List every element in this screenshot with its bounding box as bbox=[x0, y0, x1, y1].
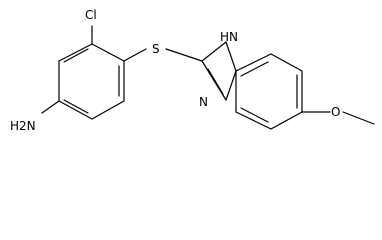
double-bond-line bbox=[240, 61, 269, 77]
sulfur-bond-left bbox=[123, 48, 147, 62]
bond bbox=[58, 43, 93, 62]
sulfur-label: S bbox=[152, 42, 160, 56]
bond bbox=[91, 43, 125, 62]
nh-nitrogen-label: HN bbox=[220, 30, 238, 44]
methoxy-oxygen-label: O bbox=[331, 105, 340, 119]
bond bbox=[235, 53, 272, 72]
double-bond-line bbox=[207, 68, 224, 95]
amine-bond bbox=[41, 100, 60, 114]
double-bond-line bbox=[63, 48, 89, 63]
right-benzene-ring bbox=[235, 53, 303, 130]
chemical-structure-canvas: Cl S H2N N HN O bbox=[10, 8, 375, 133]
double-bond-line bbox=[63, 99, 89, 114]
chlorine-label: Cl bbox=[85, 8, 97, 22]
bond bbox=[270, 111, 303, 130]
bond bbox=[58, 100, 93, 120]
amine-label: H2N bbox=[10, 119, 36, 133]
bond bbox=[270, 53, 303, 72]
molecule-drawing: Cl S H2N N HN O bbox=[10, 8, 375, 133]
bond bbox=[225, 70, 237, 101]
sulfur-bond-right bbox=[165, 48, 203, 62]
double-bond-line bbox=[240, 107, 269, 123]
bond bbox=[91, 100, 125, 120]
methyl-bond bbox=[342, 111, 375, 125]
bond bbox=[225, 41, 237, 72]
bond bbox=[201, 60, 227, 101]
imidazole-ring bbox=[201, 41, 237, 101]
imine-nitrogen-label: N bbox=[199, 95, 208, 109]
bond bbox=[201, 41, 227, 62]
left-benzene-ring bbox=[58, 43, 125, 120]
bond bbox=[235, 111, 272, 130]
